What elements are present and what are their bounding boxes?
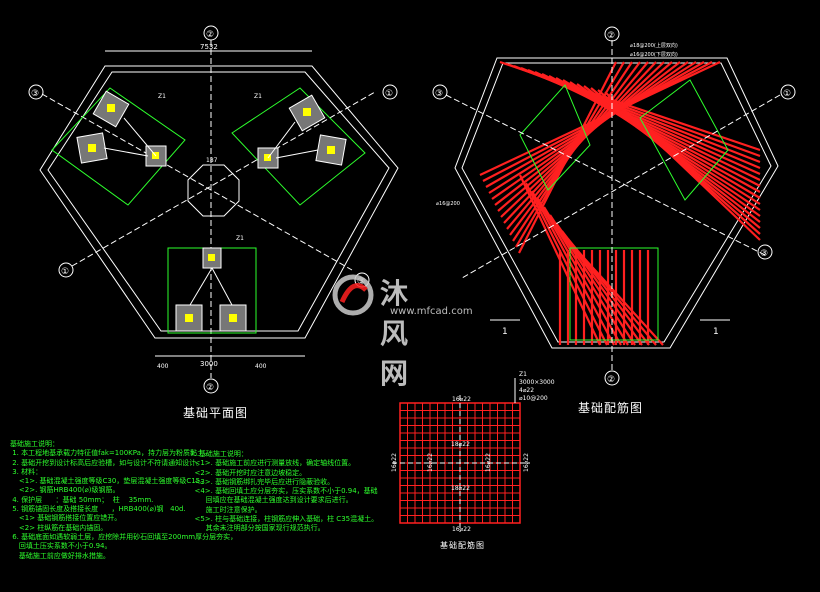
plan-outline — [39, 65, 399, 339]
plan-axis-3: ③ — [31, 89, 39, 99]
plan-zone-right: Z1 — [254, 93, 262, 100]
plan-dim-400-left: 400 — [157, 363, 169, 370]
logo-icon — [332, 274, 374, 316]
axis-1-line — [71, 91, 376, 267]
detail-label-inner-bottom: 18⌀22 — [451, 485, 470, 492]
detail-title: 基础配筋图 — [440, 541, 485, 550]
rebar-section-right: 1 — [713, 327, 719, 337]
rebar-callout-top-2: ⌀16@200(下层双向) — [630, 51, 678, 58]
detail-label-inner-top: 18⌀22 — [451, 441, 470, 448]
plan-axis-2-top: ② — [206, 30, 214, 40]
detail-callout-1: 3000×3000 — [519, 379, 555, 386]
rebar-outline-inner — [461, 62, 772, 343]
plan-zone-bottom: Z1 — [236, 235, 244, 242]
rebar-axis-3-top: ③ — [435, 89, 443, 99]
rebar-title: 基础配筋图 — [578, 401, 644, 415]
notes-right: 7. 基础施工说明： <1>. 基础施工前应进行测量放线，确定轴线位置。 <2>… — [190, 450, 379, 533]
plan-axis-1-top: ① — [385, 89, 393, 99]
detail-label-left: 16⌀22 — [391, 453, 398, 472]
foundation-plan — [28, 25, 399, 394]
detail-label-bottom: 16⌀22 — [452, 526, 471, 533]
plan-dim-top: 7532 — [200, 43, 218, 51]
detail-label-inner-left: 16⌀22 — [427, 453, 434, 472]
watermark-cn: 沐风网 — [380, 277, 411, 390]
detail-label-top: 16⌀22 — [452, 396, 471, 403]
center-octagon — [187, 164, 240, 217]
plan-dim-400-right: 400 — [255, 363, 267, 370]
detail-label-right: 16⌀22 — [523, 453, 530, 472]
rebar-outline — [454, 57, 779, 349]
detail-callout-2: 4⌀22 — [519, 387, 534, 394]
plan-zone-left: Z1 — [158, 93, 166, 100]
plan-dim-bottom: 3000 — [200, 360, 218, 368]
rebar-plan — [432, 26, 796, 386]
detail-callout-3: ⌀10@200 — [519, 395, 548, 402]
plan-axis-1-bottom: ① — [61, 267, 69, 277]
rebar-callout-top-1: ⌀18@200(上层双向) — [630, 42, 678, 49]
rebar-section-left: 1 — [502, 327, 508, 337]
plan-dim-center: 187 — [206, 157, 218, 164]
plan-axis-3-bottom: ③ — [357, 277, 365, 287]
rebar-axis-1-top: ① — [783, 89, 791, 99]
rebar-axis-2-bottom: ② — [607, 375, 615, 385]
detail-callout-0: Z1 — [519, 371, 527, 378]
detail-label-inner-right: 16⌀22 — [485, 453, 492, 472]
axis-3-line — [41, 93, 353, 271]
plan-title: 基础平面图 — [183, 406, 249, 420]
rebar-axis-2-top: ② — [607, 31, 615, 41]
plan-axis-2-bottom: ② — [206, 383, 214, 393]
detail-grid — [392, 378, 530, 532]
pad-left — [51, 87, 186, 206]
pad-right — [231, 87, 366, 206]
watermark-en: www.mfcad.com — [390, 306, 473, 317]
notes-left: 基础施工说明： 1. 本工程地基承载力特征值fak=100KPa，持力层为粉质黏… — [10, 440, 238, 560]
rebar-axis-3-bottom: ③ — [760, 249, 768, 259]
rebar-callout-left: ⌀16@200 — [436, 201, 460, 207]
plan-outline-inner — [47, 71, 390, 332]
